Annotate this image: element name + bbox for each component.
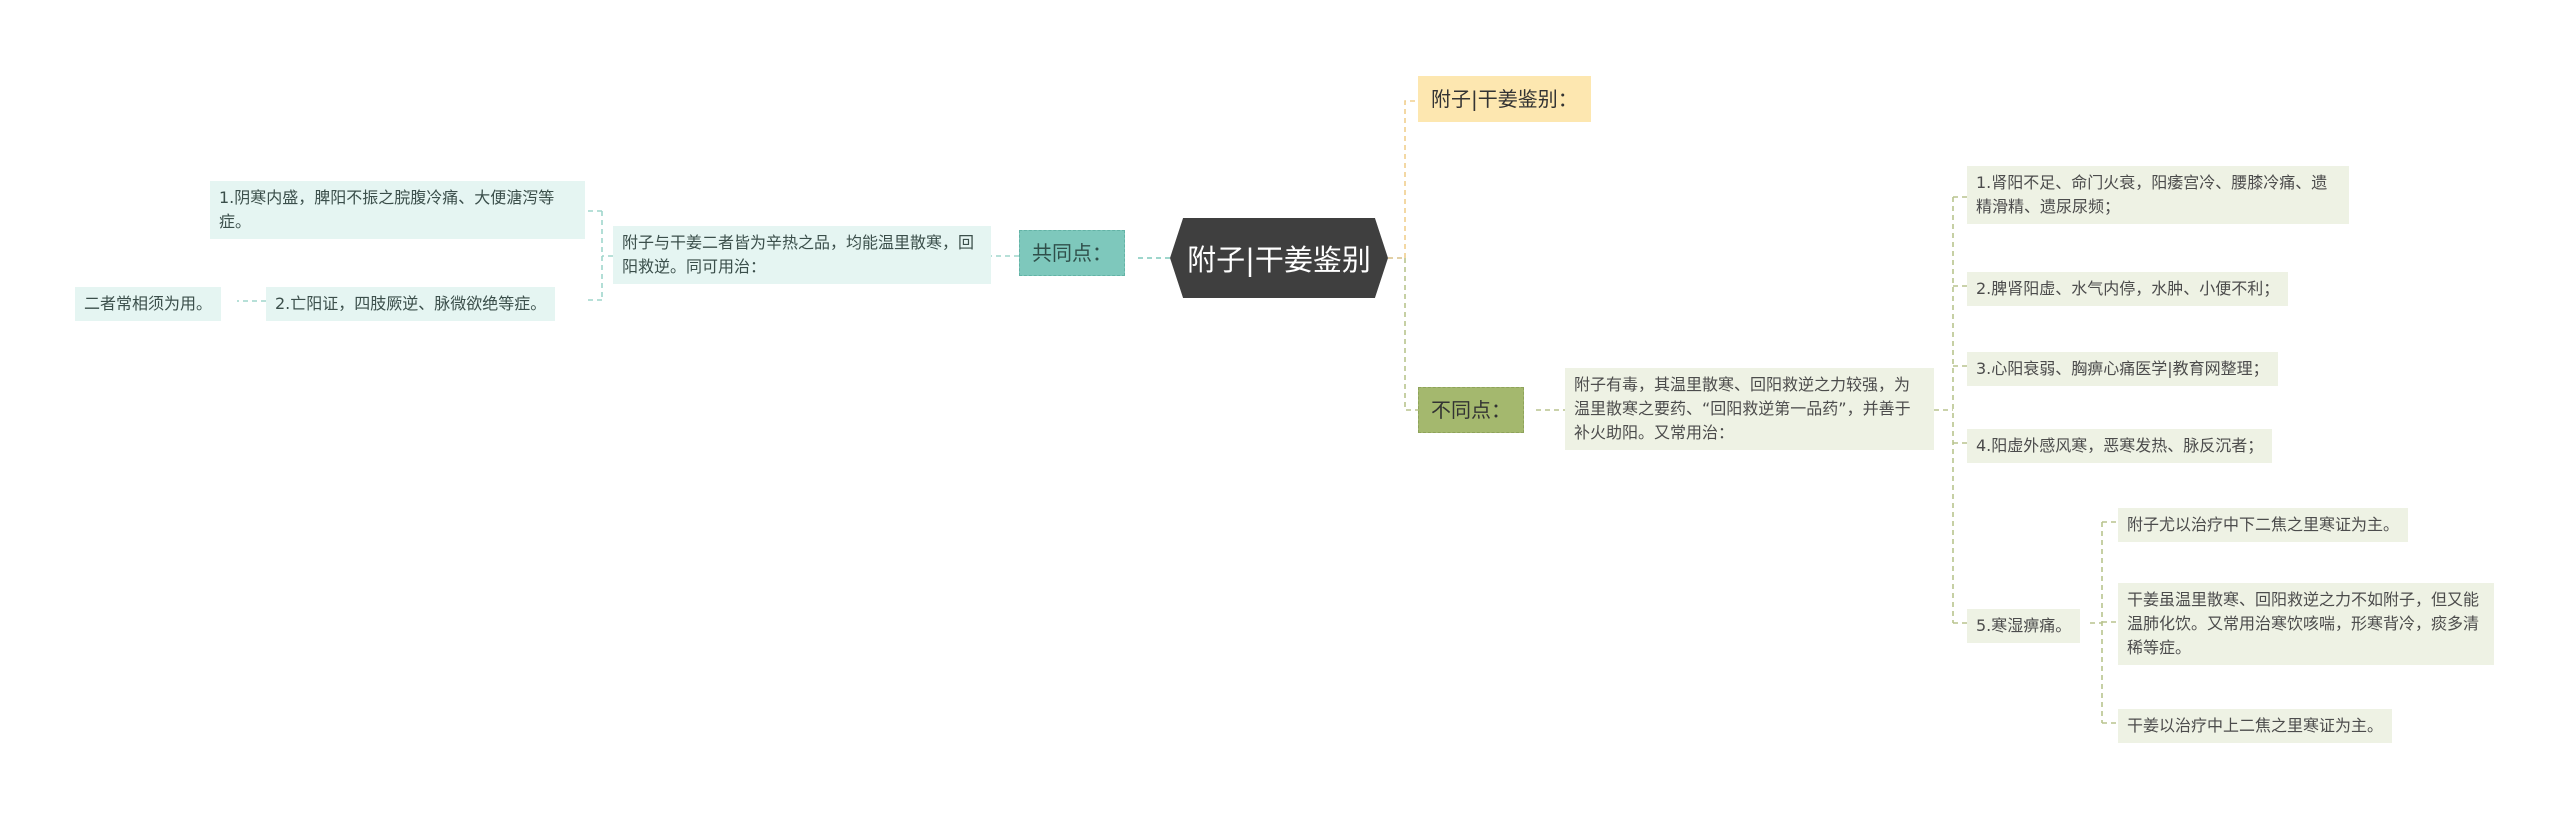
different-item-5[interactable]: 5.寒湿痹痛。: [1967, 609, 2081, 643]
different-sub-2[interactable]: 干姜虽温里散寒、回阳救逆之力不如附子，但又能温肺化饮。又常用治寒饮咳喘，形寒背冷…: [2118, 583, 2494, 665]
common-item-2[interactable]: 2.亡阳证，四肢厥逆、脉微欲绝等症。: [266, 287, 556, 321]
different-sub-1[interactable]: 附子尤以治疗中下二焦之里寒证为主。: [2118, 508, 2409, 542]
different-item-2-text: 2.脾肾阳虚、水气内停，水肿、小便不利；: [1976, 279, 2280, 298]
common-note[interactable]: 二者常相须为用。: [75, 287, 222, 321]
different-sub-3[interactable]: 干姜以治疗中上二焦之里寒证为主。: [2118, 709, 2393, 743]
different-item-2[interactable]: 2.脾肾阳虚、水气内停，水肿、小便不利；: [1967, 272, 2289, 306]
common-note-text: 二者常相须为用。: [84, 294, 213, 313]
different-node[interactable]: 不同点：: [1418, 387, 1524, 433]
common-item-1[interactable]: 1.阴寒内盛，脾阳不振之脘腹冷痛、大便溏泻等症。: [210, 181, 585, 239]
different-sub-2-text: 干姜虽温里散寒、回阳救逆之力不如附子，但又能温肺化饮。又常用治寒饮咳喘，形寒背冷…: [2127, 590, 2480, 657]
common-desc-text: 附子与干姜二者皆为辛热之品，均能温里散寒，回阳救逆。同可用治：: [622, 233, 975, 276]
root-node[interactable]: 附子|干姜鉴别: [1170, 218, 1388, 298]
title-node[interactable]: 附子|干姜鉴别：: [1418, 76, 1591, 122]
different-desc-text: 附子有毒，其温里散寒、回阳救逆之力较强，为温里散寒之要药、“回阳救逆第一品药”，…: [1574, 375, 1911, 442]
common-node-label: 共同点：: [1032, 241, 1112, 265]
common-item-1-text: 1.阴寒内盛，脾阳不振之脘腹冷痛、大便溏泻等症。: [219, 188, 555, 231]
common-node[interactable]: 共同点：: [1019, 230, 1125, 276]
different-desc-node[interactable]: 附子有毒，其温里散寒、回阳救逆之力较强，为温里散寒之要药、“回阳救逆第一品药”，…: [1565, 368, 1934, 450]
different-item-3-text: 3.心阳衰弱、胸痹心痛医学|教育网整理；: [1976, 359, 2269, 378]
root-label: 附子|干姜鉴别: [1187, 243, 1371, 277]
different-item-4[interactable]: 4.阳虚外感风寒，恶寒发热、脉反沉者；: [1967, 429, 2273, 463]
different-sub-1-text: 附子尤以治疗中下二焦之里寒证为主。: [2127, 515, 2400, 534]
different-node-label: 不同点：: [1431, 398, 1511, 422]
different-item-3[interactable]: 3.心阳衰弱、胸痹心痛医学|教育网整理；: [1967, 352, 2278, 386]
different-item-1-text: 1.肾阳不足、命门火衰，阳痿宫冷、腰膝冷痛、遗精滑精、遗尿尿频；: [1976, 173, 2328, 216]
different-item-4-text: 4.阳虚外感风寒，恶寒发热、脉反沉者；: [1976, 436, 2264, 455]
different-sub-3-text: 干姜以治疗中上二焦之里寒证为主。: [2127, 716, 2384, 735]
common-desc-node[interactable]: 附子与干姜二者皆为辛热之品，均能温里散寒，回阳救逆。同可用治：: [613, 226, 991, 284]
different-item-5-text: 5.寒湿痹痛。: [1976, 616, 2072, 635]
different-item-1[interactable]: 1.肾阳不足、命门火衰，阳痿宫冷、腰膝冷痛、遗精滑精、遗尿尿频；: [1967, 166, 2349, 224]
common-item-2-text: 2.亡阳证，四肢厥逆、脉微欲绝等症。: [275, 294, 547, 313]
title-node-label: 附子|干姜鉴别：: [1431, 87, 1578, 111]
